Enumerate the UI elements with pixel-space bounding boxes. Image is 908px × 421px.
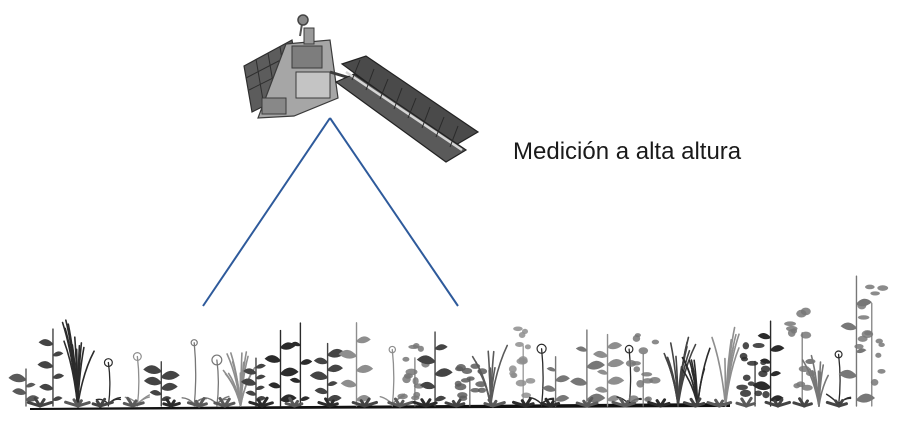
ground-rosette [706, 398, 733, 408]
leafy-plant [8, 368, 40, 407]
leafy-plant [593, 333, 625, 407]
grass-plant [61, 319, 95, 407]
ground-rosette [317, 397, 339, 408]
leafy-plant [838, 275, 876, 407]
flower-plant [204, 354, 230, 407]
ground-rosette [647, 398, 671, 408]
grass-plant [801, 354, 829, 407]
grass-plant [711, 326, 740, 407]
ground-rosette [483, 398, 506, 408]
ground-rosette [792, 397, 813, 408]
ground-rosette [444, 398, 466, 408]
flower-plant [825, 350, 852, 407]
bush-plant [736, 342, 771, 407]
grass-plant [471, 344, 509, 407]
ground-rosette [26, 396, 54, 408]
sensor-view-lines [202, 117, 459, 307]
ground-rosette [162, 398, 181, 408]
flower-plant [181, 339, 207, 407]
ground-rosette [248, 396, 274, 408]
bush-plant [625, 333, 661, 407]
leafy-plant [309, 342, 346, 407]
caption-high-altitude-measurement: Medición a alta altura [513, 138, 742, 165]
vegetation-illustration [8, 275, 889, 408]
bush-plant [854, 284, 889, 407]
ground-rosette [284, 396, 304, 408]
ground-rosette [412, 398, 438, 408]
leafy-plant [338, 322, 374, 407]
leafy-plant [143, 361, 180, 407]
leafy-plant [752, 320, 785, 407]
leafy-plant [570, 329, 606, 407]
ground-rosette [611, 397, 637, 408]
ground-rosette [682, 397, 706, 408]
ground-rosette [91, 397, 114, 408]
satellite-icon [243, 14, 480, 163]
ground-rosette [540, 397, 561, 408]
ground-rosette [735, 396, 756, 408]
bush-plant [454, 363, 488, 407]
leafy-plant [264, 329, 299, 407]
ground-rosette [122, 396, 145, 408]
leafy-plant [542, 356, 570, 407]
ground-rosette [575, 396, 599, 408]
ground-rosette [186, 397, 208, 408]
grass-plant [663, 336, 697, 407]
ground-rosette [512, 397, 535, 408]
bush-plant [397, 343, 430, 407]
leafy-plant [37, 328, 65, 407]
leafy-plant [416, 331, 453, 407]
flower-plant [95, 358, 122, 407]
ground-rosette [387, 397, 414, 408]
ground-rosette [764, 398, 791, 408]
flower-plant [528, 343, 555, 407]
bush-plant [508, 326, 536, 407]
ground-rosette [64, 398, 91, 408]
grass-plant [681, 347, 711, 407]
ground-rosette [213, 396, 236, 408]
bush-plant [784, 307, 817, 407]
ground-rosette [351, 397, 378, 408]
leafy-plant [289, 322, 313, 407]
leafy-plant [240, 357, 267, 407]
ground-rosette [825, 399, 848, 408]
